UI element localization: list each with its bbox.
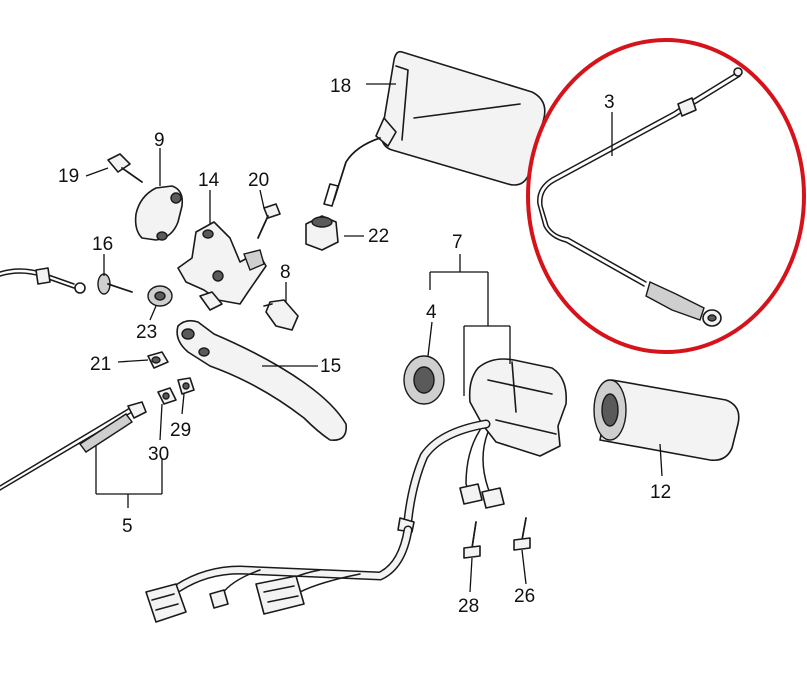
callout-5: 5: [122, 516, 133, 537]
part-19-bolt: [107, 153, 143, 183]
callout-21: 21: [90, 354, 111, 375]
callout-labels: 3 4 5 7 8 9 12 14 15 16 18 19 20 21 22 2…: [58, 76, 671, 617]
wiring-harness: [145, 419, 505, 623]
part-3-cable: [537, 67, 743, 327]
callout-23: 23: [136, 322, 157, 343]
part-4-grommet: [403, 355, 445, 405]
part-12-grip: [593, 379, 740, 462]
part-8-switch: [263, 299, 299, 331]
callout-30: 30: [148, 444, 169, 465]
callout-7: 7: [452, 232, 463, 253]
part-5-cable: [0, 401, 147, 491]
callout-18: 18: [330, 76, 351, 97]
part-26-screw: [513, 517, 531, 551]
callout-29: 29: [170, 420, 191, 441]
part-18-mirror: [323, 50, 546, 207]
callout-19: 19: [58, 166, 79, 187]
callout-4: 4: [426, 302, 437, 323]
part-21-bolt: [147, 351, 169, 369]
part-23-collar: [147, 285, 173, 307]
part-14-bracket: [177, 221, 267, 311]
leader-lines: [85, 83, 663, 593]
callout-15: 15: [320, 356, 341, 377]
part-15-lever: [176, 319, 347, 441]
part-16-adjuster: [97, 273, 133, 295]
part-7-switch-housing: [468, 358, 568, 457]
callout-20: 20: [248, 170, 269, 191]
part-9-clamp: [134, 185, 184, 241]
callout-14: 14: [198, 170, 220, 191]
callout-8: 8: [280, 262, 291, 283]
part-30-washer: [157, 387, 177, 405]
part-29-nut: [177, 377, 195, 395]
highlight-circle: [526, 38, 806, 354]
callout-16: 16: [92, 234, 113, 255]
part-28-screw: [463, 521, 481, 559]
callout-22: 22: [368, 226, 389, 247]
part-22-nut: [305, 215, 339, 251]
left-cable-stub: [0, 267, 86, 294]
callout-26: 26: [514, 586, 535, 607]
callout-12: 12: [650, 482, 671, 503]
callout-9: 9: [154, 130, 165, 151]
callout-3: 3: [604, 92, 615, 113]
callout-28: 28: [458, 596, 479, 617]
part-20-screw: [257, 203, 281, 239]
